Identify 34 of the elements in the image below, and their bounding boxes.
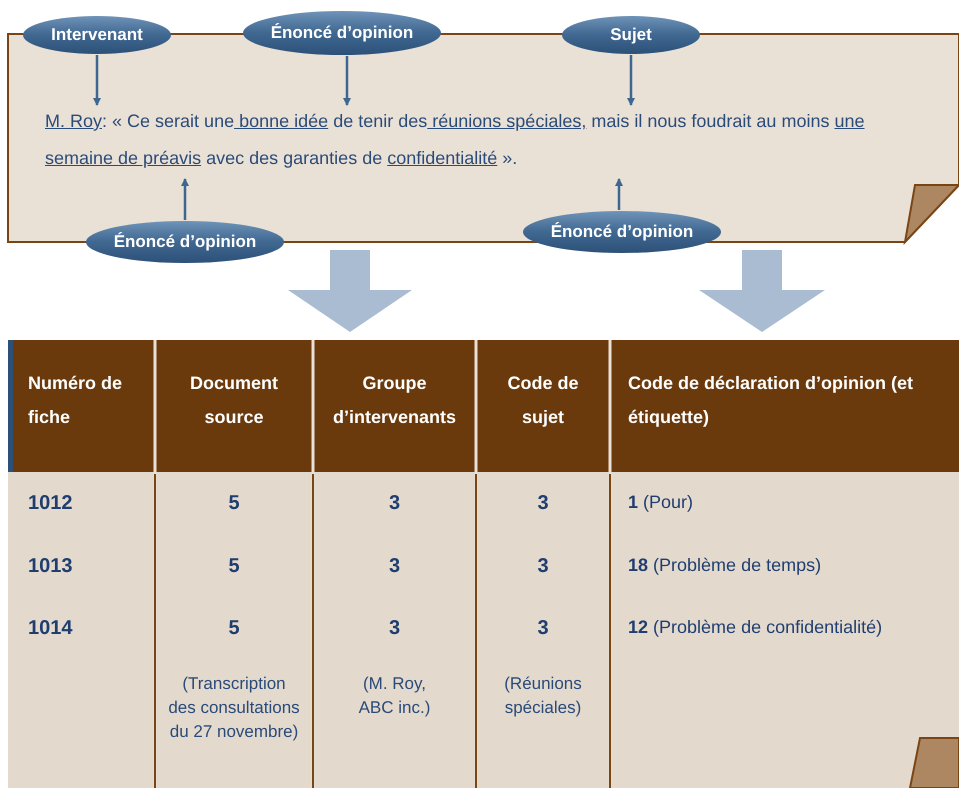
leader-arrow <box>627 55 635 106</box>
cell-note: (M. Roy, ABC inc.) <box>358 673 432 719</box>
leader-arrow <box>93 55 101 106</box>
table-value: 1014 <box>28 617 74 640</box>
label-oval: Énoncé d’opinion <box>242 10 442 56</box>
table-value: 5 <box>227 492 241 515</box>
code-label: 18 (Problème de temps) <box>628 555 822 576</box>
table-value: 5 <box>227 617 241 640</box>
cell-note: (Transcription des consultations du 27 novembre) <box>167 673 301 743</box>
leader-arrow <box>615 178 623 210</box>
table-value: 3 <box>388 492 402 515</box>
column-header: Code de déclaration d’opinion (et étiquette) <box>628 372 914 429</box>
code-label: 1 (Pour) <box>628 492 694 513</box>
table-value: 3 <box>536 617 550 640</box>
code-label: 12 (Problème de confidentialité) <box>628 617 884 638</box>
table-value: 3 <box>388 555 402 578</box>
quote-text: M. Roy: « Ce serait une bonne idée de tenir des réunions spéciales, mais il nous foudrait au moins une semaine de préavis avec des garanties de confidentialité ». <box>45 103 935 177</box>
table-value: 3 <box>536 492 550 515</box>
table-value: 5 <box>227 555 241 578</box>
table-value: 1013 <box>28 555 74 578</box>
column-header: Numéro de fiche <box>28 372 124 429</box>
table-value: 1012 <box>28 492 74 515</box>
table-value: 3 <box>388 617 402 640</box>
table-value: 3 <box>536 555 550 578</box>
label-oval: Énoncé d’opinion <box>522 210 722 254</box>
cell-note: (Réunions spéciales) <box>503 673 583 719</box>
leader-arrow <box>181 178 189 220</box>
column-header: Code de sujet <box>506 372 580 429</box>
leader-arrow <box>343 56 351 106</box>
label-oval: Énoncé d’opinion <box>85 220 285 264</box>
label-oval: Sujet <box>561 15 701 55</box>
column-header: Document source <box>188 372 279 429</box>
label-oval: Intervenant <box>22 15 172 55</box>
column-header: Groupe d’intervenants <box>332 372 458 429</box>
